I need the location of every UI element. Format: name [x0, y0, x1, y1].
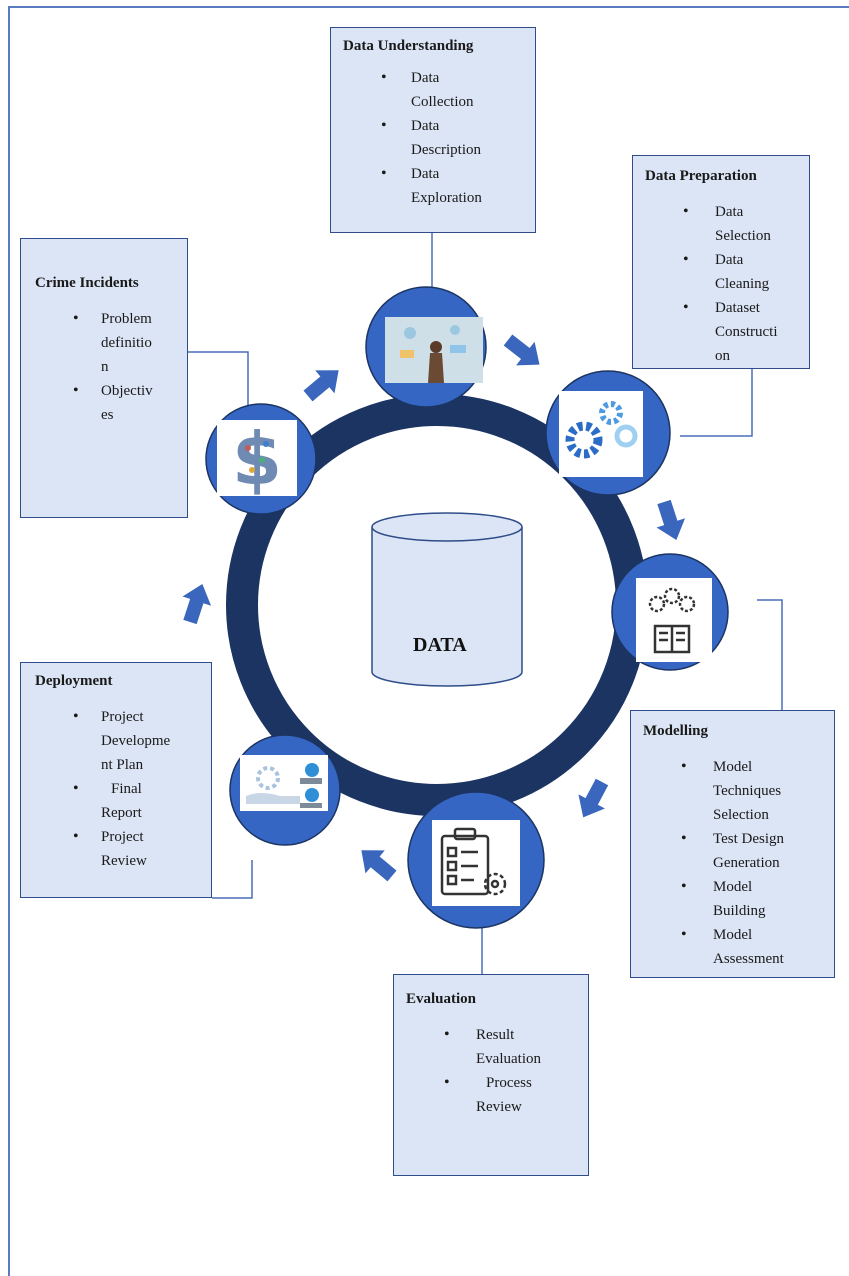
dollar-sign-icon: $ — [232, 417, 282, 501]
gears-icon — [565, 401, 638, 459]
modelling-title: Modelling — [643, 723, 709, 739]
database-cylinder — [371, 512, 523, 687]
connector-modelling — [757, 599, 783, 710]
connector-data-preparation — [680, 368, 753, 437]
crime-incidents-title: Crime Incidents — [35, 275, 139, 291]
svg-text:$: $ — [232, 417, 282, 501]
arrow-1 — [303, 370, 339, 402]
arrow-2 — [503, 334, 540, 366]
center-data-label: DATA — [413, 634, 467, 656]
arrow-4 — [578, 778, 609, 818]
flow-arrows — [182, 334, 686, 882]
data-understanding-title: Data Understanding — [343, 38, 474, 54]
arrow-5 — [361, 850, 397, 882]
book-with-gears-icon — [648, 587, 696, 654]
hands-with-globe-icon — [246, 763, 322, 808]
stage-circles: $ — [205, 286, 729, 929]
deployment-title: Deployment — [35, 673, 113, 689]
connector-deployment — [212, 860, 253, 899]
page-frame — [8, 6, 849, 1276]
evaluation-title: Evaluation — [406, 991, 477, 1007]
connector-lines — [188, 232, 783, 974]
connector-crime-incidents — [188, 351, 249, 410]
arrow-3 — [656, 499, 686, 541]
data-preparation-title: Data Preparation — [645, 168, 757, 184]
arrow-6 — [182, 583, 212, 625]
data-analyst-photo-icon — [385, 317, 483, 383]
checklist-gear-icon — [440, 827, 507, 896]
